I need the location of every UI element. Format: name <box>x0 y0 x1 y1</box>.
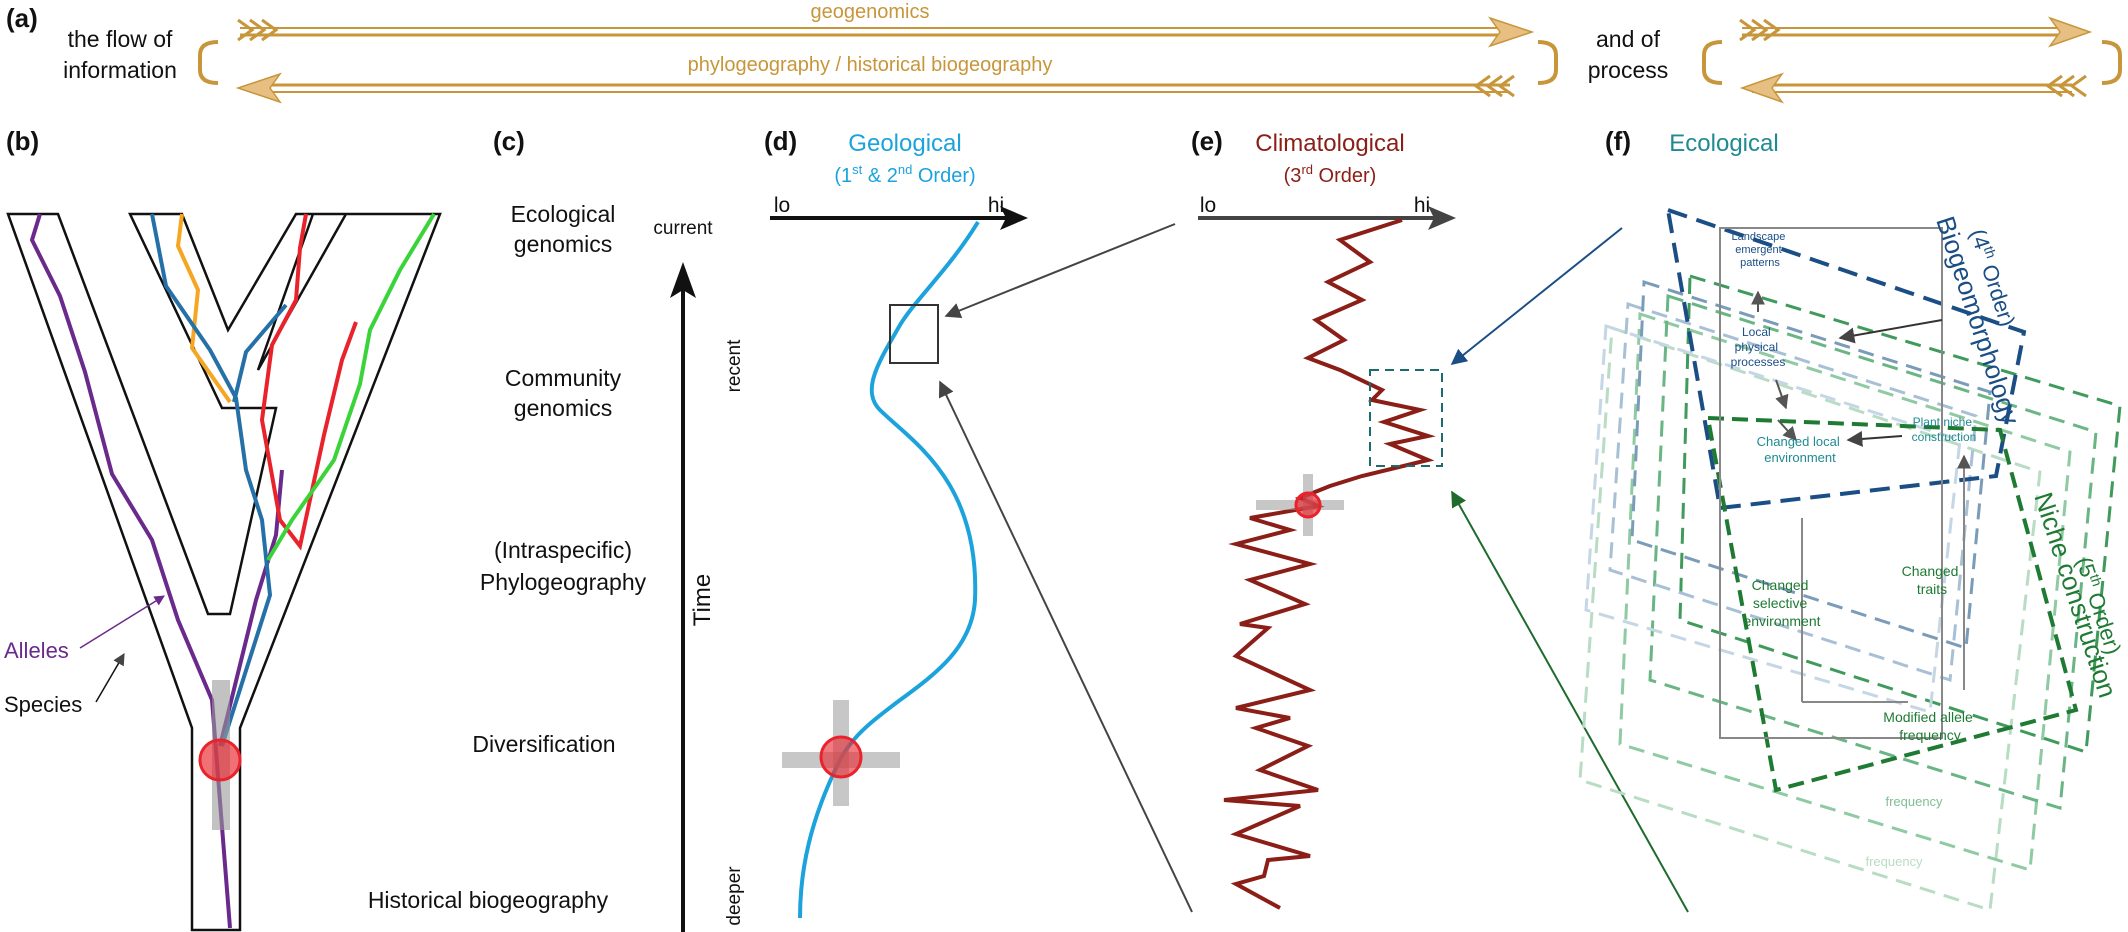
faded-layers <box>1578 273 2122 912</box>
panel-a: (a) the flow of information geogenomics … <box>6 1 2122 104</box>
geological-axis-arrowhead <box>1000 206 1028 230</box>
geological-lo: lo <box>774 194 790 217</box>
panel-f-letter: (f) <box>1605 126 1631 156</box>
panel-f: (f) Ecological <box>1578 126 2126 912</box>
species-tree-outline <box>6 212 442 932</box>
time-axis-recent: recent <box>724 339 745 393</box>
connector-e-to-f-navy <box>1450 227 1623 365</box>
allele-lineage-blue <box>150 213 273 747</box>
level-ecological-line1: Ecological <box>511 201 616 227</box>
process-label-line1: and of <box>1596 26 1661 52</box>
panel-a-letter: (a) <box>6 3 38 33</box>
level-community-line2: genomics <box>514 395 612 421</box>
flow-label-line1: the flow of <box>68 26 173 52</box>
process-arrow-bottom <box>1739 72 2087 104</box>
allele-lineage-blue-branch <box>232 303 288 403</box>
time-axis-title: Time <box>689 574 716 626</box>
time-axis-deeper: deeper <box>724 866 745 926</box>
flow-label-line2: information <box>63 57 177 83</box>
changed-traits: Changed traits <box>1902 563 1963 597</box>
level-phylogeography-line1: (Intraspecific) <box>494 537 632 563</box>
bracket-right-a <box>1537 40 1558 85</box>
level-phylogeography-line2: Phylogeography <box>480 569 647 595</box>
panel-e-letter: (e) <box>1191 126 1223 156</box>
geological-subtitle: (1st & 2nd Order) <box>834 162 975 187</box>
level-diversification: Diversification <box>472 731 615 757</box>
climatological-lo: lo <box>1200 194 1216 217</box>
geological-title: Geological <box>848 130 961 157</box>
geological-zoom-box <box>889 304 939 364</box>
changed-selective-environment: Changed selective environment <box>1743 577 1820 629</box>
climatological-zoom-box <box>1369 369 1443 467</box>
panel-d-letter: (d) <box>764 126 797 156</box>
panel-b-letter: (b) <box>6 126 39 156</box>
level-historical-biogeography: Historical biogeography <box>368 887 609 913</box>
allele-lineage-orange <box>175 213 232 404</box>
climatological-curve <box>1223 218 1436 910</box>
phylogeography-arrow <box>235 72 1515 104</box>
level-ecological-line2: genomics <box>514 231 612 257</box>
changed-local-environment: Changed local environment <box>1757 434 1844 465</box>
geological-hi: hi <box>988 194 1004 217</box>
panel-c-letter: (c) <box>493 126 525 156</box>
climatological-subtitle: (3rd Order) <box>1284 162 1377 187</box>
niche-construction-box <box>1705 415 2079 793</box>
species-pointer <box>95 652 125 703</box>
connector-zoom-to-e-top <box>944 223 1176 319</box>
panel-b: (b) Alleles Species <box>4 126 442 932</box>
geogenomics-label: geogenomics <box>811 1 930 23</box>
climatological-hi: hi <box>1414 194 1430 217</box>
landscape-emergent-patterns: Landscape emergent patterns <box>1732 231 1789 269</box>
bracket-left-process <box>1702 40 1723 85</box>
alleles-label: Alleles <box>4 638 69 663</box>
biogeomorphology-box <box>1665 207 2027 511</box>
local-physical-processes: Local physical processes <box>1731 325 1786 369</box>
faded-frequency-2: frequency <box>1865 854 1923 869</box>
process-arrow-top <box>1739 16 2093 48</box>
bracket-right-process <box>2101 40 2122 85</box>
climatological-title: Climatological <box>1255 130 1404 157</box>
panel-c: (c) Ecological genomics Community genomi… <box>368 126 745 932</box>
allele-lineage-red <box>259 213 358 551</box>
feedback-loop <box>1719 227 1971 739</box>
time-axis-arrowhead <box>670 262 696 298</box>
phylogeography-label: phylogeography / historical biogeography <box>688 54 1053 76</box>
bracket-left-a <box>198 40 219 85</box>
allele-lineage-green <box>266 212 436 562</box>
plant-niche-construction: Plant niche construction <box>1912 415 1977 444</box>
ecological-title: Ecological <box>1669 130 1778 157</box>
geological-node-marker <box>819 735 863 779</box>
level-community-line1: Community <box>505 365 622 391</box>
modified-allele-frequency: Modified allele frequency <box>1883 709 1976 743</box>
climatological-axis-arrowhead <box>1428 206 1456 230</box>
alleles-pointer <box>79 595 165 649</box>
connector-e-to-f-green <box>1451 490 1689 913</box>
panel-e: (e) Climatological (3rd Order) lo hi <box>1191 126 1456 910</box>
time-axis-current: current <box>653 218 713 239</box>
node-marker <box>198 738 242 782</box>
allele-lineage-purple <box>29 213 232 929</box>
panel-d: (d) Geological (1st & 2nd Order) lo hi <box>764 126 1028 919</box>
connector-zoom-to-e-bottom <box>938 380 1193 913</box>
process-label-line2: process <box>1588 57 1669 83</box>
species-label: Species <box>4 692 82 717</box>
climatological-node-marker <box>1294 491 1322 519</box>
geogenomics-arrow <box>237 16 1535 48</box>
faded-frequency-1: frequency <box>1885 794 1943 809</box>
